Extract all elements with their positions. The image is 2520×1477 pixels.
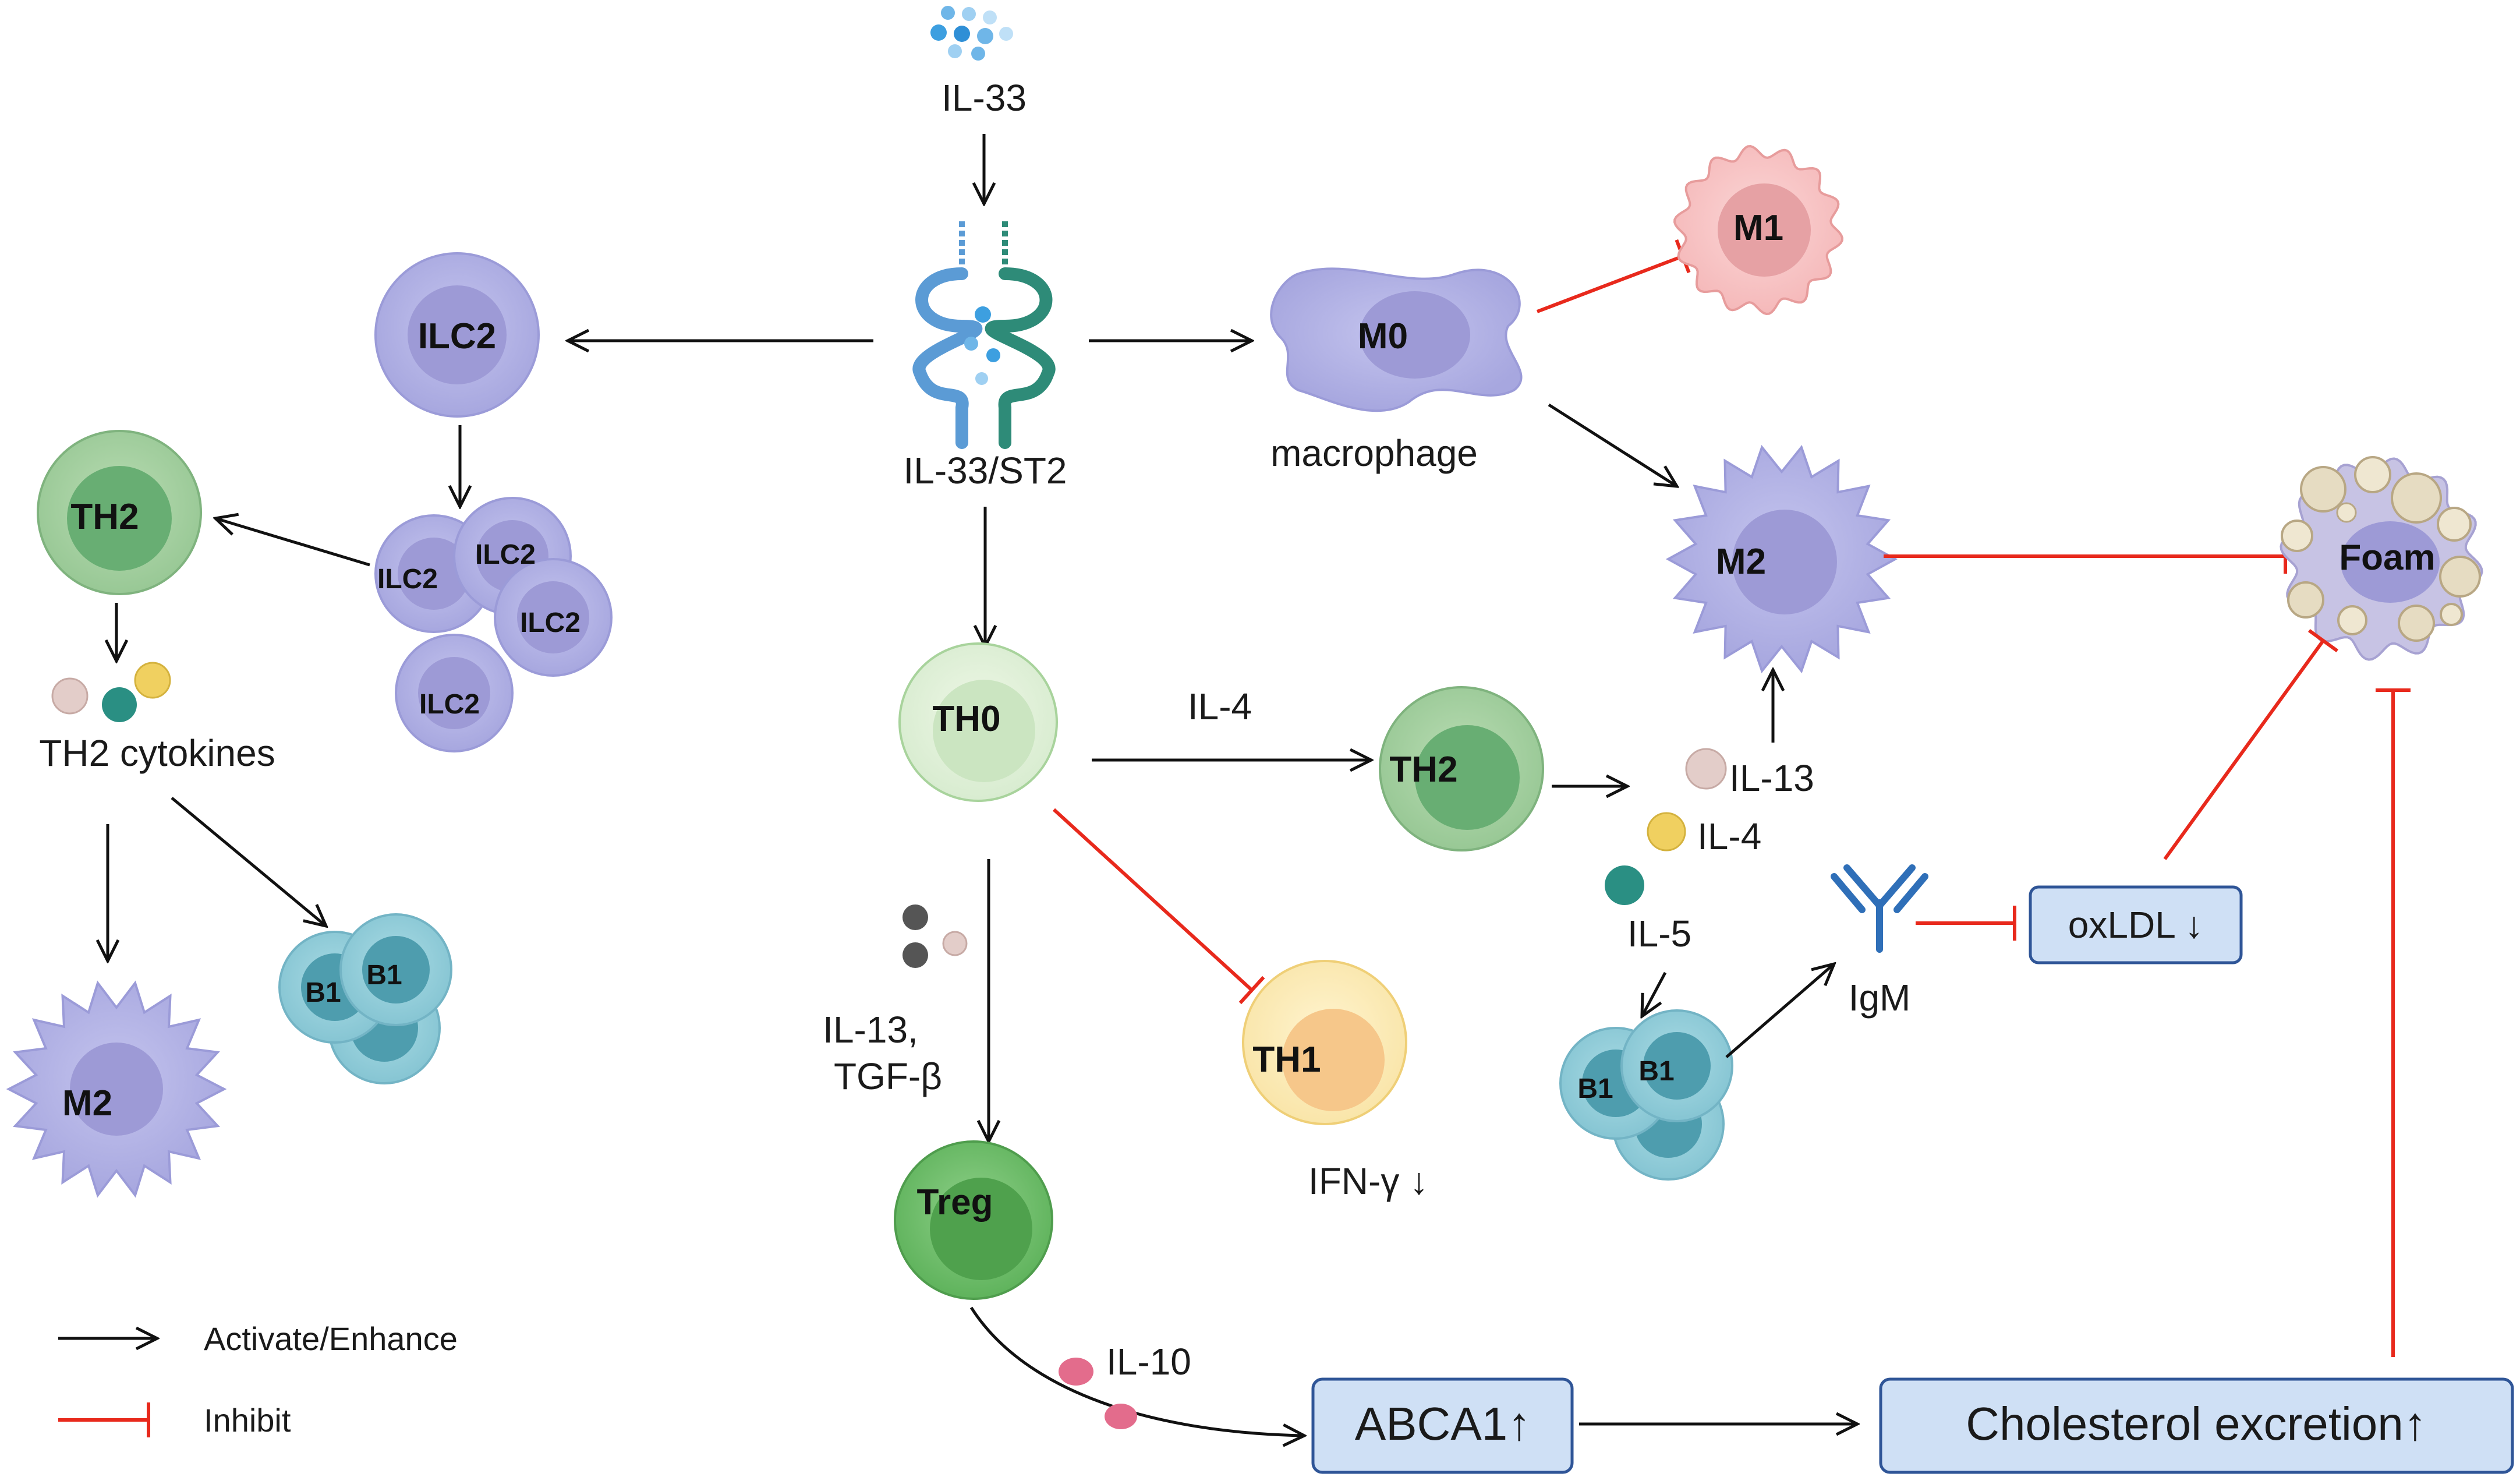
m2-left-cell (6, 980, 227, 1198)
il33-label: IL-33 (942, 77, 1027, 119)
th1-label: TH1 (1252, 1040, 1321, 1080)
m1-cell (1673, 144, 1844, 316)
il13-dot (1685, 748, 1727, 790)
il13-label: IL-13 (1729, 757, 1814, 799)
oxldl-box (2029, 885, 2243, 964)
m0-label: M0 (1358, 316, 1408, 356)
th0-label: TH0 (932, 699, 1000, 739)
arrow-b1-to-igm (1725, 964, 1834, 1058)
treg-label: Treg (917, 1182, 993, 1222)
b1-left-label: B1 (305, 977, 341, 1008)
il33-dot (999, 27, 1013, 41)
il33-dot (971, 47, 985, 61)
il5-label: IL-5 (1627, 913, 1691, 955)
m0-macrophage-cell (1270, 267, 1523, 412)
th2-left-cell (37, 430, 202, 595)
foam-label: Foam (2339, 538, 2435, 578)
th2-left-label: TH2 (70, 497, 139, 537)
il13-tgf-label-2: TGF-β (834, 1055, 942, 1097)
abca1-label: ABCA1↑ (1355, 1398, 1531, 1450)
th2-cytokine-dots (51, 662, 171, 722)
inhibit-m0-to-m1 (1536, 239, 1691, 313)
m2-left-label: M2 (62, 1083, 112, 1123)
m2-right-cell (1665, 444, 1898, 674)
arrow-il5-to-b1 (1642, 971, 1667, 1016)
il33-dot (948, 44, 962, 58)
ifn-label: IFN-γ ↓ (1308, 1160, 1428, 1202)
il33-dot (962, 7, 976, 21)
th2-center-cell (1379, 686, 1544, 851)
legend-inhibit-label: Inhibit (204, 1402, 291, 1439)
cholesterol-label: Cholesterol excretion↑ (1966, 1398, 2426, 1450)
il4b-label: IL-4 (1697, 815, 1761, 857)
treg-cell (894, 1140, 1053, 1300)
igm-label: IgM (1849, 977, 1911, 1019)
st2-receptor-icon (912, 221, 1056, 449)
b1-right-label: B1 (1577, 1073, 1613, 1104)
il33-dot (983, 10, 997, 24)
arrow-cytokines-to-b1-left (171, 797, 326, 926)
foam-cell (2280, 456, 2483, 661)
th1-cell (1242, 960, 1407, 1125)
m2-right-label: M2 (1716, 542, 1766, 582)
arrow-m0-to-m2 (1548, 403, 1677, 486)
il4-dot (1647, 812, 1686, 851)
th0-cell (898, 642, 1058, 802)
abca1-box (1311, 1377, 1574, 1474)
m1-label: M1 (1733, 208, 1783, 248)
il13-tgf-label-1: IL-13, (823, 1009, 918, 1051)
il13-tgf-dots (902, 904, 968, 968)
arrow-treg-to-abca1 (969, 1306, 1304, 1436)
il33-dot (930, 24, 947, 41)
ilc2-label: ILC2 (418, 316, 496, 356)
oxldl-label: oxLDL ↓ (2068, 904, 2203, 946)
il10-dots (1059, 1358, 1137, 1429)
ilc2-cluster (374, 497, 613, 752)
ilc2-cluster-label: ILC2 (520, 607, 581, 638)
il33-ligand (930, 6, 1013, 61)
ilc2-cluster-label: ILC2 (475, 539, 536, 570)
b1-right-label: B1 (1638, 1056, 1674, 1087)
ilc2-cluster-label: ILC2 (377, 564, 438, 595)
arrow-ilc2-to-th2-left (215, 518, 370, 567)
il33-dot (977, 28, 993, 44)
il33-dot (954, 26, 970, 42)
inhibit-th0-to-th1 (1052, 808, 1265, 1005)
cholesterol-box (1879, 1377, 2514, 1474)
legend-activate-label: Activate/Enhance (204, 1320, 458, 1357)
macrophage-label: macrophage (1270, 432, 1478, 474)
il5-dot (1605, 865, 1644, 905)
inhibit-oxldl-to-foam (2163, 628, 2339, 860)
ilc2-cell (374, 252, 540, 418)
b1-right-cluster (1559, 1009, 1733, 1181)
th2-cytokines-label: TH2 cytokines (39, 732, 275, 774)
igm-antibody-icon (1831, 864, 1928, 953)
th2-center-label: TH2 (1389, 750, 1457, 790)
il4-label: IL-4 (1188, 686, 1252, 727)
il33-dot (941, 6, 955, 20)
b1-left-label: B1 (366, 960, 402, 991)
b1-left-cluster (278, 913, 452, 1084)
il10-label: IL-10 (1106, 1341, 1191, 1383)
receptor-label: IL-33/ST2 (903, 450, 1067, 492)
ilc2-cluster-label: ILC2 (419, 689, 480, 720)
